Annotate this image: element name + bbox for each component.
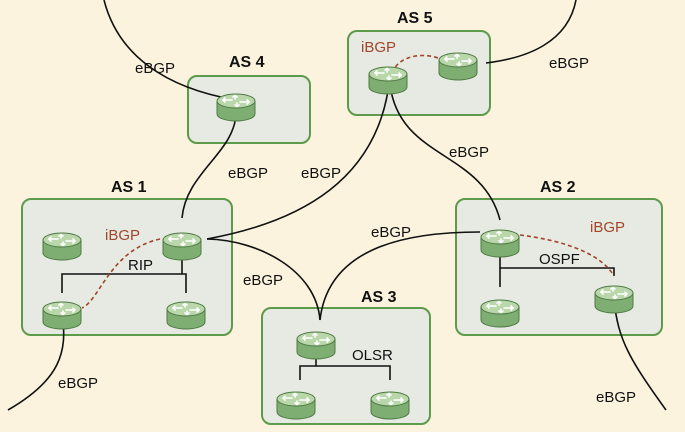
ebgp-label: eBGP (449, 144, 489, 161)
router-icon (162, 232, 202, 261)
link-as4-top-left (103, 0, 237, 101)
as3-igp-label: OLSR (352, 347, 393, 364)
as3-title: AS 3 (361, 289, 397, 306)
ebgp-label: eBGP (58, 375, 98, 392)
as2-ibgp-label: iBGP (590, 219, 625, 236)
router-icon (370, 391, 410, 420)
ebgp-label: eBGP (228, 165, 268, 182)
link-as5-right (485, 0, 577, 64)
router-icon (438, 52, 478, 81)
as1-ibgp-link (81, 238, 161, 309)
router-icon (216, 93, 256, 122)
link-as5-as2 (389, 84, 501, 221)
ebgp-label: eBGP (596, 389, 636, 406)
link-as3-as2 (319, 231, 481, 321)
as2-ibgp-link (519, 234, 615, 277)
router-icon (42, 232, 82, 261)
ebgp-label: eBGP (371, 224, 411, 241)
link-as1-as3 (206, 238, 321, 321)
ebgp-label: eBGP (301, 165, 341, 182)
as2-igp-label: OSPF (539, 251, 580, 268)
ebgp-label: eBGP (549, 55, 589, 72)
as4-title: AS 4 (229, 54, 265, 71)
router-icon (368, 66, 408, 95)
ebgp-label: eBGP (243, 272, 283, 289)
as1-igp-label: RIP (128, 257, 153, 274)
as5-ibgp-label: iBGP (361, 39, 396, 56)
link-as4-as1 (181, 111, 237, 219)
router-icon (480, 299, 520, 328)
as1-lan-link (61, 273, 187, 293)
router-icon (42, 301, 82, 330)
internal-links (61, 250, 615, 380)
as2-title: AS 2 (540, 179, 576, 196)
ebgp-label: eBGP (135, 60, 175, 77)
link-as1-as5 (206, 75, 391, 240)
as2-lan-link (499, 267, 615, 287)
as3-lan-link (299, 365, 391, 380)
router-icon (594, 285, 634, 314)
as1-ibgp-label: iBGP (105, 227, 140, 244)
as1-title: AS 1 (111, 179, 147, 196)
as5-title: AS 5 (397, 10, 433, 27)
router-icon (276, 391, 316, 420)
router-icon (166, 301, 206, 330)
router-icon (296, 331, 336, 360)
router-icon (480, 229, 520, 258)
